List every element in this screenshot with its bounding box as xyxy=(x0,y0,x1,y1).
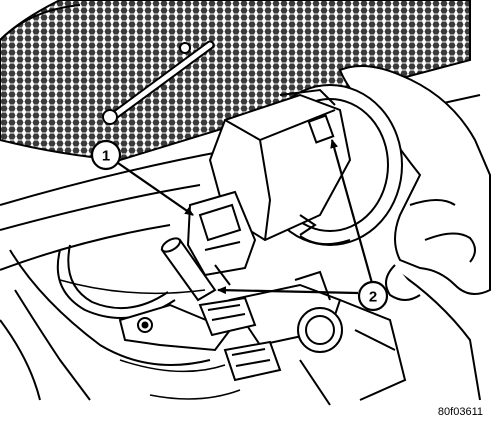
figure-id: 80f03611 xyxy=(437,406,483,418)
wiring-connector xyxy=(186,190,257,286)
sensor-connector-body xyxy=(208,93,352,242)
callout-1-label: 1 xyxy=(102,148,110,165)
callout-1: 1 xyxy=(90,139,122,171)
callout-2: 2 xyxy=(357,280,389,312)
perforated-cover xyxy=(0,0,471,162)
injector-connectors xyxy=(198,270,407,406)
wiring-harness xyxy=(59,279,241,400)
leader-2-upper xyxy=(330,139,374,284)
leader-2-lower xyxy=(217,286,359,295)
leader-1 xyxy=(117,162,194,216)
vacuum-hose-stub xyxy=(160,237,217,302)
callout-leaders xyxy=(117,139,374,295)
callout-2-label: 2 xyxy=(369,289,377,306)
